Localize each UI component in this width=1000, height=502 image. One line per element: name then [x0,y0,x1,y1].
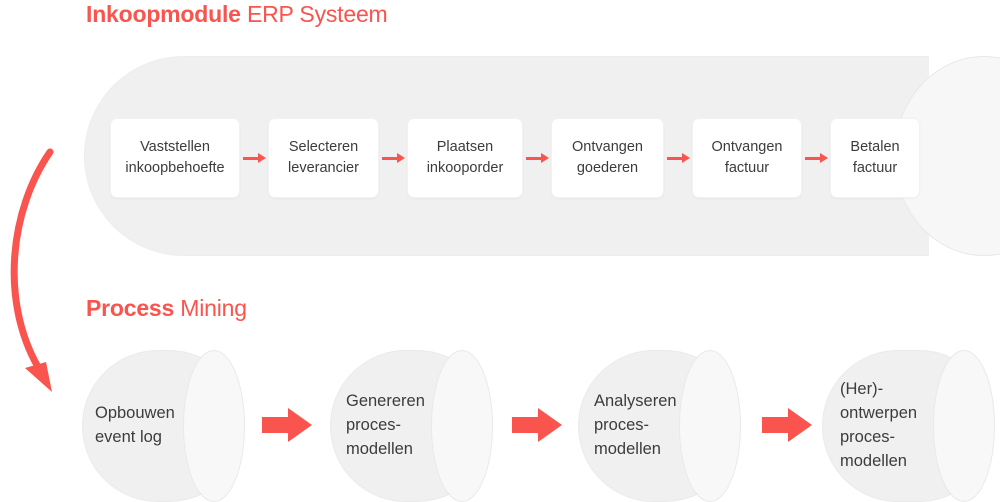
erp-title-strong: Inkoopmodule [86,1,241,27]
pm-stage-label: Opbouwen event log [95,404,175,446]
erp-process-steps: Vaststellen inkoopbehoefte Selecteren le… [110,118,920,198]
pm-title-strong: Process [86,295,175,321]
erp-step-label: Ontvangen goederen [572,138,643,176]
erp-step-label: Betalen factuur [850,138,900,176]
pm-stage-label: (Her)- ontwerpen proces- modellen [840,380,918,470]
erp-title-light: ERP Systeem [240,1,388,27]
erp-step-ontvangen-factuur[interactable]: Ontvangen factuur [692,118,802,198]
erp-step-label: Selecteren leverancier [288,138,359,176]
pm-stage-label: Genereren proces- modellen [346,392,425,458]
arrow-right-block-icon [762,408,812,442]
arrow-right-block-icon [262,408,312,442]
cylinder-end-cap [183,350,245,502]
erp-step-plaatsen-inkooporder[interactable]: Plaatsen inkooporder [407,118,523,198]
erp-step-ontvangen-goederen[interactable]: Ontvangen goederen [551,118,664,198]
feedback-arrow-head [25,362,52,392]
process-mining-section-title: Process Mining [86,297,247,320]
erp-step-label: Ontvangen factuur [711,138,783,176]
pm-stage-analyseren-procesmodellen[interactable]: Analyseren proces- modellen [578,350,741,502]
arrow-right-icon [523,151,551,165]
pm-stage-genereren-procesmodellen[interactable]: Genereren proces- modellen [330,350,493,502]
pm-title-light: Mining [174,295,247,321]
arrow-right-icon [664,151,692,165]
pm-stage-label: Analyseren proces- modellen [594,392,677,458]
erp-step-label: Plaatsen inkooporder [426,138,504,176]
cylinder-end-cap [431,350,493,502]
arrow-right-icon [802,151,830,165]
feedback-arrow-curve [10,148,54,371]
cylinder-end-cap [933,350,995,502]
cylinder-end-cap [679,350,741,502]
erp-section-title: Inkoopmodule ERP Systeem [86,3,388,26]
arrow-right-icon [379,151,407,165]
erp-step-selecteren-leverancier[interactable]: Selecteren leverancier [268,118,379,198]
erp-step-betalen-factuur[interactable]: Betalen factuur [830,118,920,198]
feedback-loop-arrow [10,148,54,392]
arrow-right-block-icon [512,408,562,442]
pm-stage-herontwerpen-procesmodellen[interactable]: (Her)- ontwerpen proces- modellen [822,350,995,502]
pm-stage-opbouwen-event-log[interactable]: Opbouwen event log [82,350,245,502]
arrow-right-icon [240,151,268,165]
erp-step-vaststellen-inkoopbehoefte[interactable]: Vaststellen inkoopbehoefte [110,118,240,198]
erp-step-label: Vaststellen inkoopbehoefte [125,138,225,176]
